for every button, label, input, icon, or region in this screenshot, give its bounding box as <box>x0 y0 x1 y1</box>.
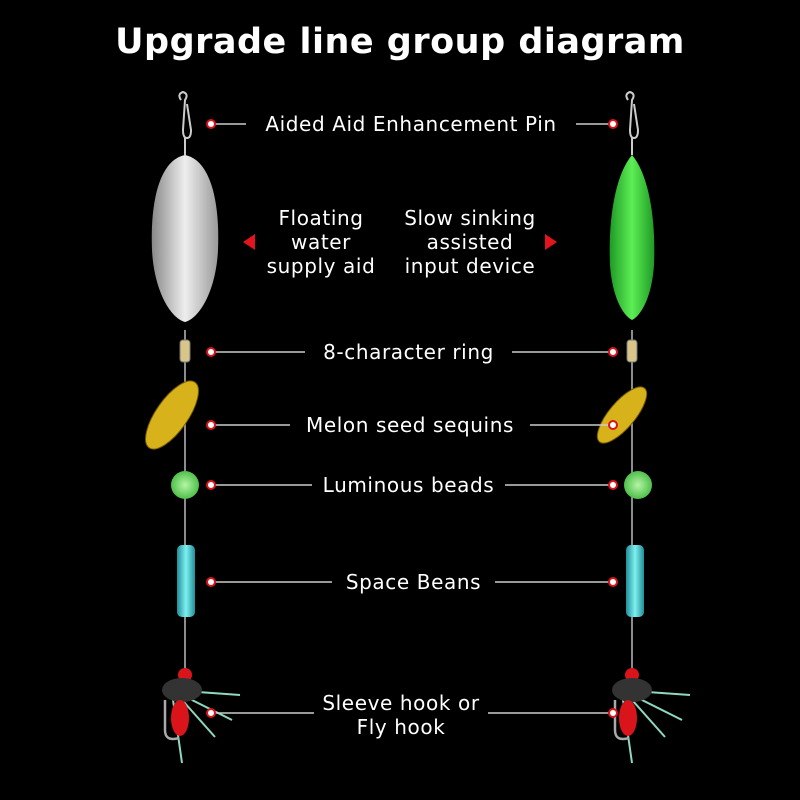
slow-sinking-device-float <box>609 155 655 320</box>
left-melon-seed-sequin <box>145 380 199 450</box>
label-floating: Floating water supply aid <box>258 206 384 278</box>
floating-water-supply-aid-float <box>151 155 219 322</box>
label-pin: Aided Aid Enhancement Pin <box>265 112 557 136</box>
label-space-beans: Space Beans <box>345 570 482 594</box>
label-hook: Sleeve hook or Fly hook <box>314 691 488 739</box>
label-sinking-line: assisted <box>426 230 514 254</box>
left-arrow-icon <box>243 234 255 250</box>
label-sinking: Slow sinking assisted input device <box>395 206 545 278</box>
left-luminous-bead <box>171 471 199 499</box>
right-snap-pin-icon <box>625 90 640 155</box>
right-melon-seed-sequin <box>596 386 648 444</box>
label-hook-line: Fly hook <box>356 715 446 739</box>
label-sinking-line: input device <box>404 254 536 278</box>
left-snap-pin-icon <box>178 90 193 155</box>
marker-dots <box>206 119 618 718</box>
label-hook-line: Sleeve hook or <box>322 691 480 715</box>
label-sequins: Melon seed sequins <box>305 413 515 437</box>
left-fly-hook-icon <box>162 668 241 764</box>
right-fly-hook-icon <box>612 668 691 764</box>
label-floating-line: water <box>291 230 351 254</box>
label-ring: 8-character ring <box>323 340 494 364</box>
diagram-title: Upgrade line group diagram <box>115 22 685 62</box>
right-swivel-ring <box>626 339 638 363</box>
right-space-bean <box>626 545 644 617</box>
label-floating-line: Floating <box>278 206 364 230</box>
label-sinking-line: Slow sinking <box>404 206 536 230</box>
label-floating-line: supply aid <box>266 254 376 278</box>
right-luminous-bead <box>624 471 652 499</box>
left-space-bean <box>177 545 195 617</box>
left-swivel-ring <box>179 339 191 363</box>
label-beads: Luminous beads <box>322 473 495 497</box>
right-arrow-icon <box>545 234 557 250</box>
leader-lines <box>211 123 613 714</box>
